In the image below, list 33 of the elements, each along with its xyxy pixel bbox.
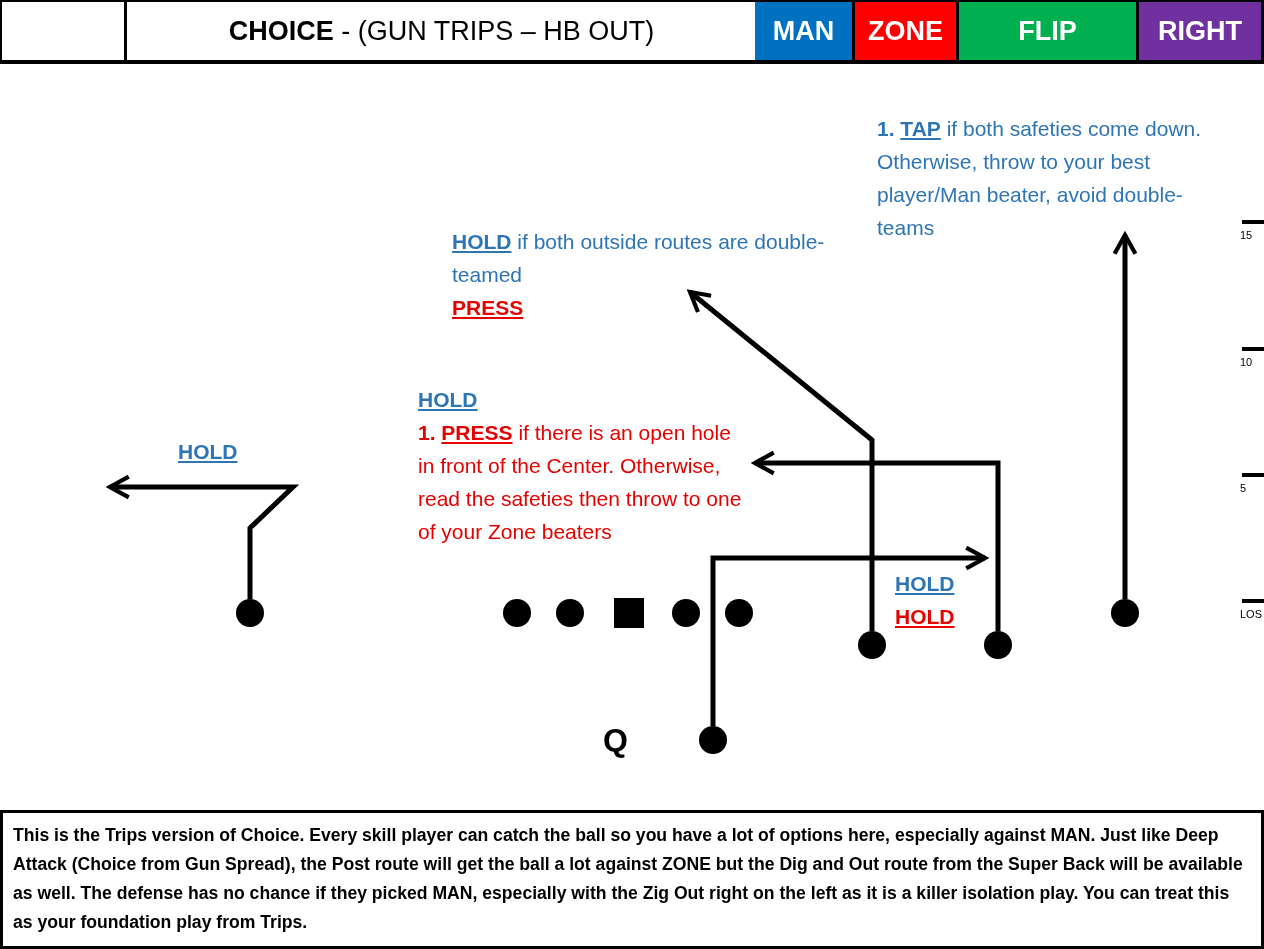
player-letter: Q: [603, 722, 628, 758]
coverage-tag: FLIP: [959, 2, 1139, 60]
coverage-tag: MAN: [755, 2, 855, 60]
yard-number: LOS: [1240, 608, 1262, 620]
player-circle: [984, 631, 1012, 659]
center-square: [614, 598, 644, 628]
yard-number: 15: [1240, 229, 1253, 241]
player-circle: [236, 599, 264, 627]
route-arrow: [687, 289, 875, 631]
coverage-tag: ZONE: [855, 2, 959, 60]
read-tag: HOLD: [895, 567, 965, 600]
player-circle: [858, 631, 886, 659]
player-circle: [556, 599, 584, 627]
read-tag: PRESS: [452, 291, 842, 324]
read-tag: HOLD: [418, 383, 748, 416]
coverage-tag: RIGHT: [1139, 2, 1264, 60]
player-circle: [503, 599, 531, 627]
read-tag: HOLD: [895, 600, 965, 633]
player-circle: [672, 599, 700, 627]
player-circle: [1111, 599, 1139, 627]
yard-number: 5: [1240, 482, 1247, 494]
play-note: 1. PRESS if there is an open hole in front of the Center. Otherwise, read the safeties then throw to one of your Zone beaters: [418, 420, 743, 545]
caption-text: This is the Trips version of Choice. Every skill player can catch the ball so you have a lot of options here, especially against MAN. Just like Deep Attack (Choice from Gun Spread), the Post route will get the ball a lot against ZONE but the Dig and Out route from the Super Back will be available as well. The defense has no chance if they picked MAN, especially with the Zig Out right on the left as it is a killer isolation play. You can treat this as your foundation play from Trips.: [13, 824, 1244, 934]
read-tag: HOLD: [178, 435, 248, 468]
play-title: CHOICE - (GUN TRIPS – HB OUT): [228, 15, 655, 47]
yard-number: 10: [1240, 356, 1253, 368]
player-circle: [725, 599, 753, 627]
play-note: HOLD if both outside routes are double-teamed: [452, 229, 826, 288]
play-note: 1. TAP if both safeties come down. Otherwise, throw to your best player/Man beater, avoid double-teams: [877, 112, 1207, 244]
route-arrow: [710, 545, 988, 726]
route-arrow: [1112, 232, 1138, 599]
route-arrow: [107, 474, 300, 599]
route-arrow: [752, 450, 1001, 631]
